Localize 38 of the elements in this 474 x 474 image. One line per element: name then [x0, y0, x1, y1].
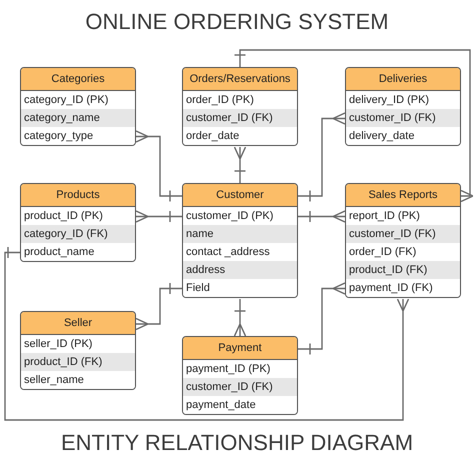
entity-table [182, 183, 298, 298]
relationship-line [298, 210, 346, 223]
relationship-line [135, 210, 182, 223]
relationship-line [135, 282, 182, 330]
relationship-line [135, 130, 182, 202]
entity-table [20, 311, 136, 390]
entity-table [20, 183, 136, 262]
entity-table [20, 67, 136, 146]
entity-header: Products [21, 184, 135, 207]
entity-header: Sales Reports [346, 184, 460, 207]
entity-table [345, 183, 461, 298]
entity-header: Deliveries [346, 68, 460, 91]
relationship-line [234, 49, 474, 202]
entity-table [345, 67, 461, 146]
attribute-row: name [183, 225, 297, 243]
diagram-title: ONLINE ORDERING SYSTEM [85, 9, 389, 35]
entity-header: Orders/Reservations [183, 68, 297, 91]
diagram-caption: ENTITY RELATIONSHIP DIAGRAM [60, 430, 414, 456]
entity-table [182, 67, 298, 146]
attribute-row: customer_ID (FK) [183, 378, 297, 396]
attribute-row: product_ID (FK) [21, 353, 135, 371]
relationship-line [234, 299, 246, 337]
relationship-line [4, 246, 410, 421]
attribute-row: customer_ID (FK) [183, 109, 297, 127]
entity-header: Payment [183, 337, 297, 360]
entity-header: Seller [21, 312, 135, 335]
attribute-row: category_name [21, 109, 135, 127]
entity-header: Categories [21, 68, 135, 91]
attribute-row: address [183, 261, 297, 279]
attribute-row: category_ID (FK) [21, 225, 135, 243]
attribute-row: customer_ID (FK) [346, 109, 460, 127]
entity-header: Customer [183, 184, 297, 207]
entity-table [182, 336, 298, 415]
attribute-row: customer_ID (FK) [346, 225, 460, 243]
relationship-line [298, 282, 346, 356]
attribute-row: product_ID (FK) [346, 261, 460, 279]
relationship-line [298, 112, 346, 202]
relationship-line [234, 146, 246, 183]
